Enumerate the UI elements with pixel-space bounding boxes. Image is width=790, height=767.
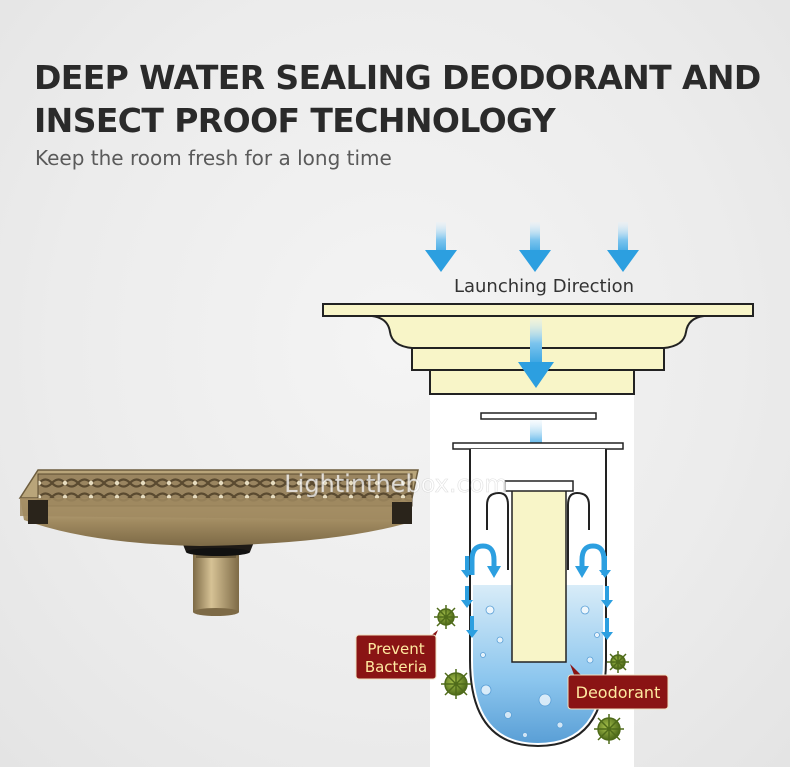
side-arrows-left [461, 556, 478, 638]
prevent-bacteria-line2: Bacteria [365, 658, 427, 676]
side-arrows-right [599, 556, 613, 640]
bacteria-icon [434, 605, 629, 744]
launch-arrow-center [519, 222, 551, 272]
seal-flow-heads [487, 566, 589, 578]
page-subtitle: Keep the room fresh for a long time [35, 146, 392, 170]
launch-arrow-left [425, 222, 457, 272]
deodorant-label: Deodorant [576, 683, 661, 702]
page-title: DEEP WATER SEALING DEODORANT AND INSECT … [34, 58, 761, 140]
launch-arrow-right [607, 222, 639, 272]
product-drain-image [18, 469, 419, 616]
prevent-bacteria-callout: Prevent Bacteria [355, 630, 438, 680]
deodorant-callout: Deodorant [567, 664, 669, 710]
inner-flange [452, 442, 624, 450]
seal-flow-arrows [469, 543, 607, 575]
flow-arrow-upper [518, 318, 554, 388]
watermark-text: Lightinthebox.com [284, 470, 507, 498]
drain-cap [480, 412, 597, 420]
prevent-bacteria-line1: Prevent [367, 640, 424, 658]
launch-direction-label: Launching Direction [454, 276, 634, 297]
